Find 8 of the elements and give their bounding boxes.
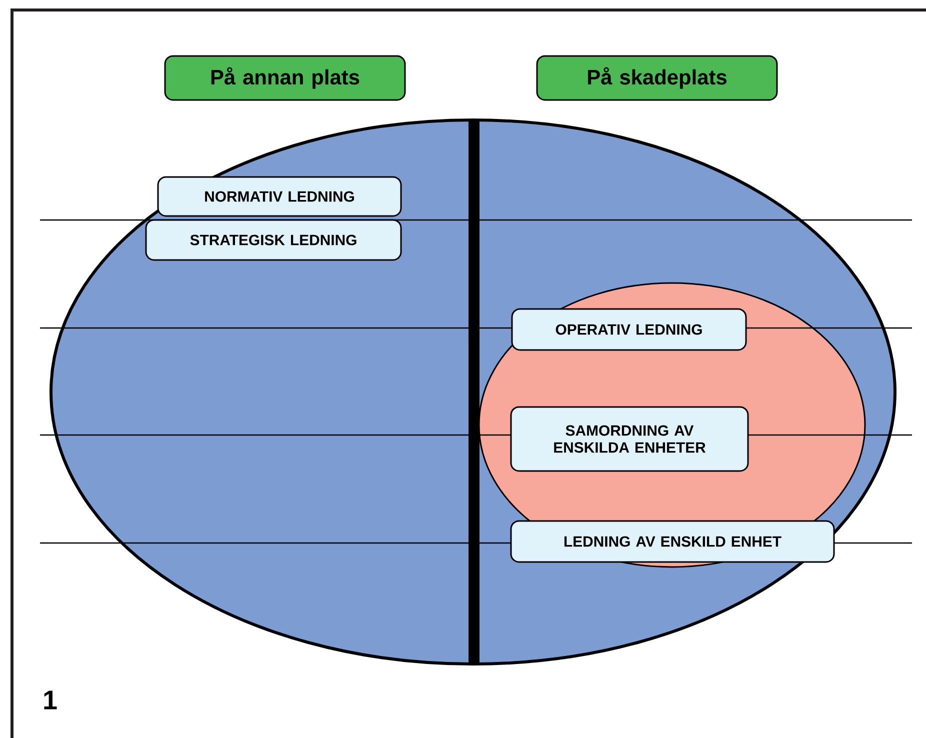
- figure-number: 1: [44, 690, 57, 710]
- head-box: På annan plats: [164, 55, 406, 101]
- level-box: LEDNING AV ENSKILD ENHET: [510, 520, 835, 563]
- level-box: NORMATIV LEDNING: [157, 176, 402, 217]
- level-box: OPERATIV LEDNING: [511, 308, 747, 351]
- head-box: På skadeplats: [536, 55, 778, 101]
- level-box: STRATEGISK LEDNING: [145, 219, 402, 261]
- level-box: SAMORDNING AV ENSKILDA ENHETER: [510, 406, 749, 472]
